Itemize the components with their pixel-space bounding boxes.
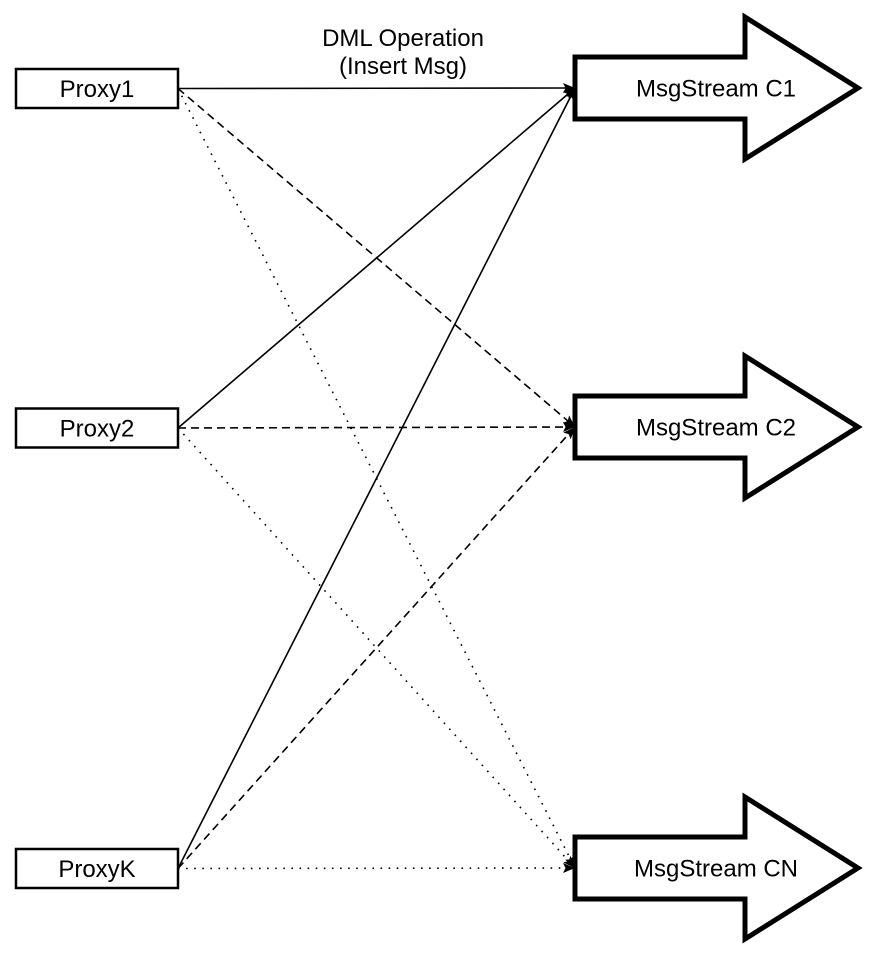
msgstream-cn-node: MsgStream CN xyxy=(572,792,863,944)
connection-proxy2-to-cn xyxy=(177,427,576,869)
msgstream-c1-node: MsgStream C1 xyxy=(572,12,863,164)
dml-operation-label: DML Operation (Insert Msg) xyxy=(322,25,484,80)
msgstream-cn-label: MsgStream CN xyxy=(634,856,798,883)
proxy2-label: Proxy2 xyxy=(60,416,135,443)
proxy1-box xyxy=(14,67,180,110)
connection-proxyk-to-cn xyxy=(177,863,576,874)
msgstream-c2-node: MsgStream C2 xyxy=(572,351,863,503)
dml-operation-label-line2: (Insert Msg) xyxy=(339,53,467,80)
msgstream-c1-arrow-shape xyxy=(572,12,863,164)
msgstream-c2-label: MsgStream C2 xyxy=(636,415,796,442)
proxy1-node: Proxy1 xyxy=(14,67,180,110)
msgstream-cn-arrow-shape xyxy=(572,792,863,944)
proxy2-box xyxy=(14,407,180,449)
proxyk-box xyxy=(14,847,180,890)
proxy1-label: Proxy1 xyxy=(60,76,135,103)
connection-proxy1-to-c1 xyxy=(177,83,576,94)
connections-layer xyxy=(177,83,576,874)
connection-proxyk-to-c2 xyxy=(177,426,576,870)
connection-proxy2-to-c2 xyxy=(177,422,576,433)
proxy2-node: Proxy2 xyxy=(14,407,180,449)
proxyk-label: ProxyK xyxy=(58,856,135,883)
msgstream-c2-arrow-shape xyxy=(572,351,863,503)
proxyk-node: ProxyK xyxy=(14,847,180,890)
dml-operation-label-line1: DML Operation xyxy=(322,25,484,52)
connection-proxy1-to-c2 xyxy=(177,87,576,428)
connection-proxyk-to-c1 xyxy=(177,87,576,869)
msgstream-c1-label: MsgStream C1 xyxy=(636,76,796,103)
